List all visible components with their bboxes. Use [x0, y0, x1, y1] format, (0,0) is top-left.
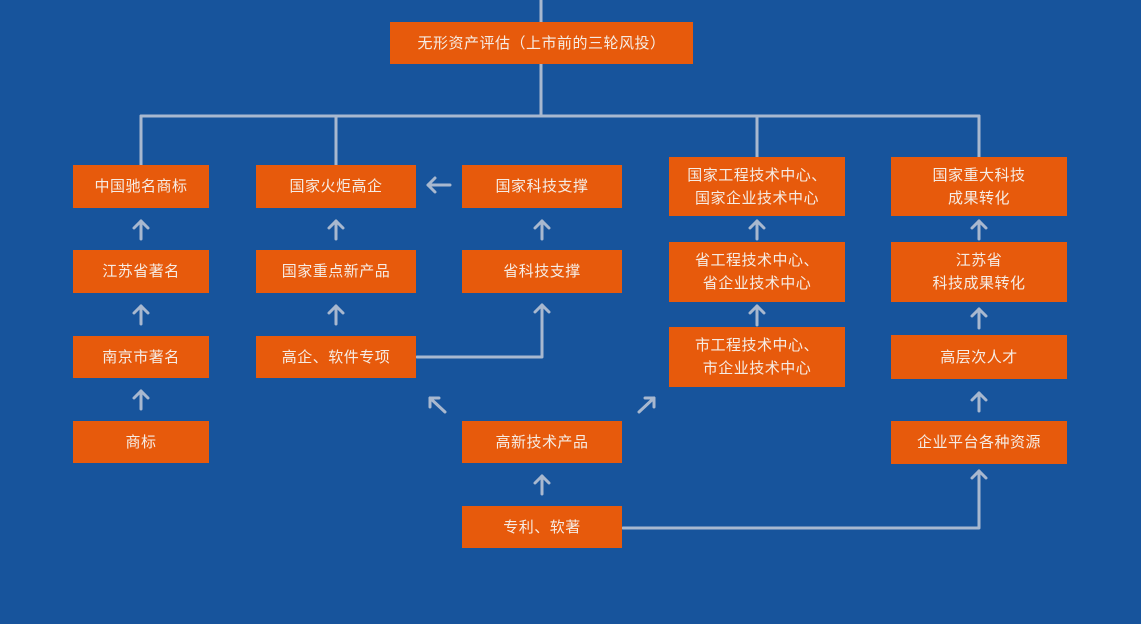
- arrow-up-left-icon: [428, 396, 447, 414]
- arrow-up-right-icon: [637, 396, 656, 414]
- node-enterprise-platform-resources: 企业平台各种资源: [891, 421, 1067, 464]
- node-provincial-tech-support: 省科技支撑: [462, 250, 622, 293]
- node-city-engineering-center: 市工程技术中心、 市企业技术中心: [669, 327, 845, 387]
- arrow-up-icon: [748, 219, 766, 241]
- arrow-left-icon: [426, 176, 452, 194]
- node-china-well-known-trademark: 中国驰名商标: [73, 165, 209, 208]
- elbow-arrow-icon: [415, 303, 551, 359]
- arrow-up-icon: [970, 219, 988, 241]
- arrow-up-icon: [970, 391, 988, 413]
- node-national-engineering-center: 国家工程技术中心、 国家企业技术中心: [669, 157, 845, 216]
- node-national-torch-high-tech: 国家火炬高企: [256, 165, 416, 208]
- node-nanjing-famous: 南京市著名: [73, 336, 209, 378]
- elbow-arrow-icon: [621, 469, 988, 530]
- node-national-key-new-product: 国家重点新产品: [256, 250, 416, 293]
- node-trademark: 商标: [73, 421, 209, 463]
- node-high-tech-software-special: 高企、软件专项: [256, 336, 416, 378]
- arrow-up-icon: [748, 304, 766, 327]
- arrow-up-icon: [970, 307, 988, 330]
- node-high-tech-product: 高新技术产品: [462, 421, 622, 463]
- arrow-up-icon: [132, 304, 150, 326]
- node-national-tech-support: 国家科技支撑: [462, 165, 622, 208]
- node-patent-software-copyright: 专利、软著: [462, 506, 622, 548]
- arrow-up-icon: [327, 304, 345, 326]
- node-jiangsu-achievement-transfer: 江苏省 科技成果转化: [891, 242, 1067, 302]
- arrow-up-icon: [533, 219, 551, 241]
- node-high-level-talent: 高层次人才: [891, 335, 1067, 379]
- arrow-up-icon: [533, 474, 551, 496]
- root-node: 无形资产评估（上市前的三轮风投）: [390, 22, 693, 64]
- arrow-up-icon: [132, 219, 150, 241]
- arrow-up-icon: [132, 389, 150, 411]
- node-jiangsu-famous: 江苏省著名: [73, 250, 209, 293]
- node-provincial-engineering-center: 省工程技术中心、 省企业技术中心: [669, 242, 845, 302]
- arrow-up-icon: [327, 219, 345, 241]
- node-national-major-achievement-transfer: 国家重大科技 成果转化: [891, 157, 1067, 216]
